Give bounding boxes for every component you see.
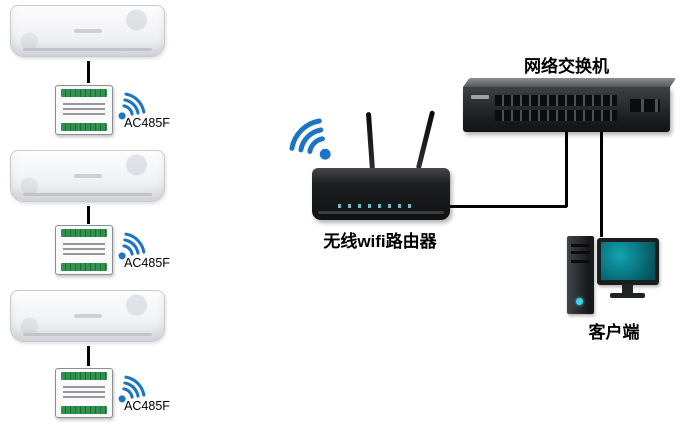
terminal-strip — [61, 406, 107, 414]
terminal-strip — [61, 89, 107, 97]
tower-drive-slot — [571, 244, 590, 247]
network-switch-top — [463, 78, 677, 87]
switch-port-row — [495, 95, 617, 106]
router-antenna — [365, 111, 376, 173]
wifi-signal-icon-large — [281, 110, 333, 162]
tower-power-button — [576, 298, 583, 305]
ac-module-link-2 — [87, 206, 90, 224]
monitor-stand — [622, 285, 633, 293]
ac485f-module-2 — [55, 225, 113, 275]
module-label: AC485F — [124, 116, 170, 130]
module-text-area — [63, 243, 105, 258]
ac-module-link-1 — [87, 61, 90, 83]
module-label: AC485F — [124, 399, 170, 413]
computer-tower — [567, 236, 594, 314]
terminal-strip — [61, 263, 107, 271]
tower-drive-slot — [571, 260, 590, 263]
terminal-strip — [61, 372, 107, 380]
switch-ports — [495, 95, 617, 123]
switch-brand-mark — [471, 95, 489, 99]
ac-logo — [73, 29, 102, 33]
router-antenna — [415, 110, 436, 170]
ac-vent — [23, 193, 152, 196]
router-edge — [318, 211, 444, 214]
ac-logo — [73, 174, 102, 178]
ac485f-module-1 — [55, 85, 113, 135]
monitor-base — [610, 293, 645, 298]
router-switch-link-vertical — [565, 132, 568, 207]
air-conditioner-1 — [10, 5, 165, 57]
router-switch-link — [450, 205, 567, 208]
switch-label: 网络交换机 — [524, 57, 609, 76]
ac-module-link-3 — [87, 346, 90, 366]
ac-logo — [73, 314, 102, 318]
ac485f-module-3 — [55, 368, 113, 418]
client-label: 客户端 — [588, 323, 640, 342]
module-text-area — [63, 103, 105, 118]
tower-drive-slot — [571, 251, 590, 254]
computer-monitor — [597, 238, 659, 285]
ac-vent — [23, 48, 152, 51]
switch-client-link — [600, 132, 603, 237]
router-label: 无线wifi路由器 — [323, 232, 437, 251]
wifi-signal-icon — [117, 370, 151, 404]
ac-vent — [23, 333, 152, 336]
terminal-strip — [61, 123, 107, 131]
router-leds — [338, 204, 416, 208]
module-label: AC485F — [124, 256, 170, 270]
air-conditioner-2 — [10, 150, 165, 202]
wifi-signal-icon — [117, 227, 151, 261]
switch-port-row — [495, 110, 617, 121]
air-conditioner-3 — [10, 290, 165, 342]
network-switch — [463, 87, 670, 132]
wifi-signal-icon — [117, 87, 151, 121]
wifi-router — [312, 168, 450, 220]
module-text-area — [63, 386, 105, 401]
terminal-strip — [61, 229, 107, 237]
switch-uplink-ports — [630, 99, 660, 112]
monitor-screen — [601, 242, 655, 280]
